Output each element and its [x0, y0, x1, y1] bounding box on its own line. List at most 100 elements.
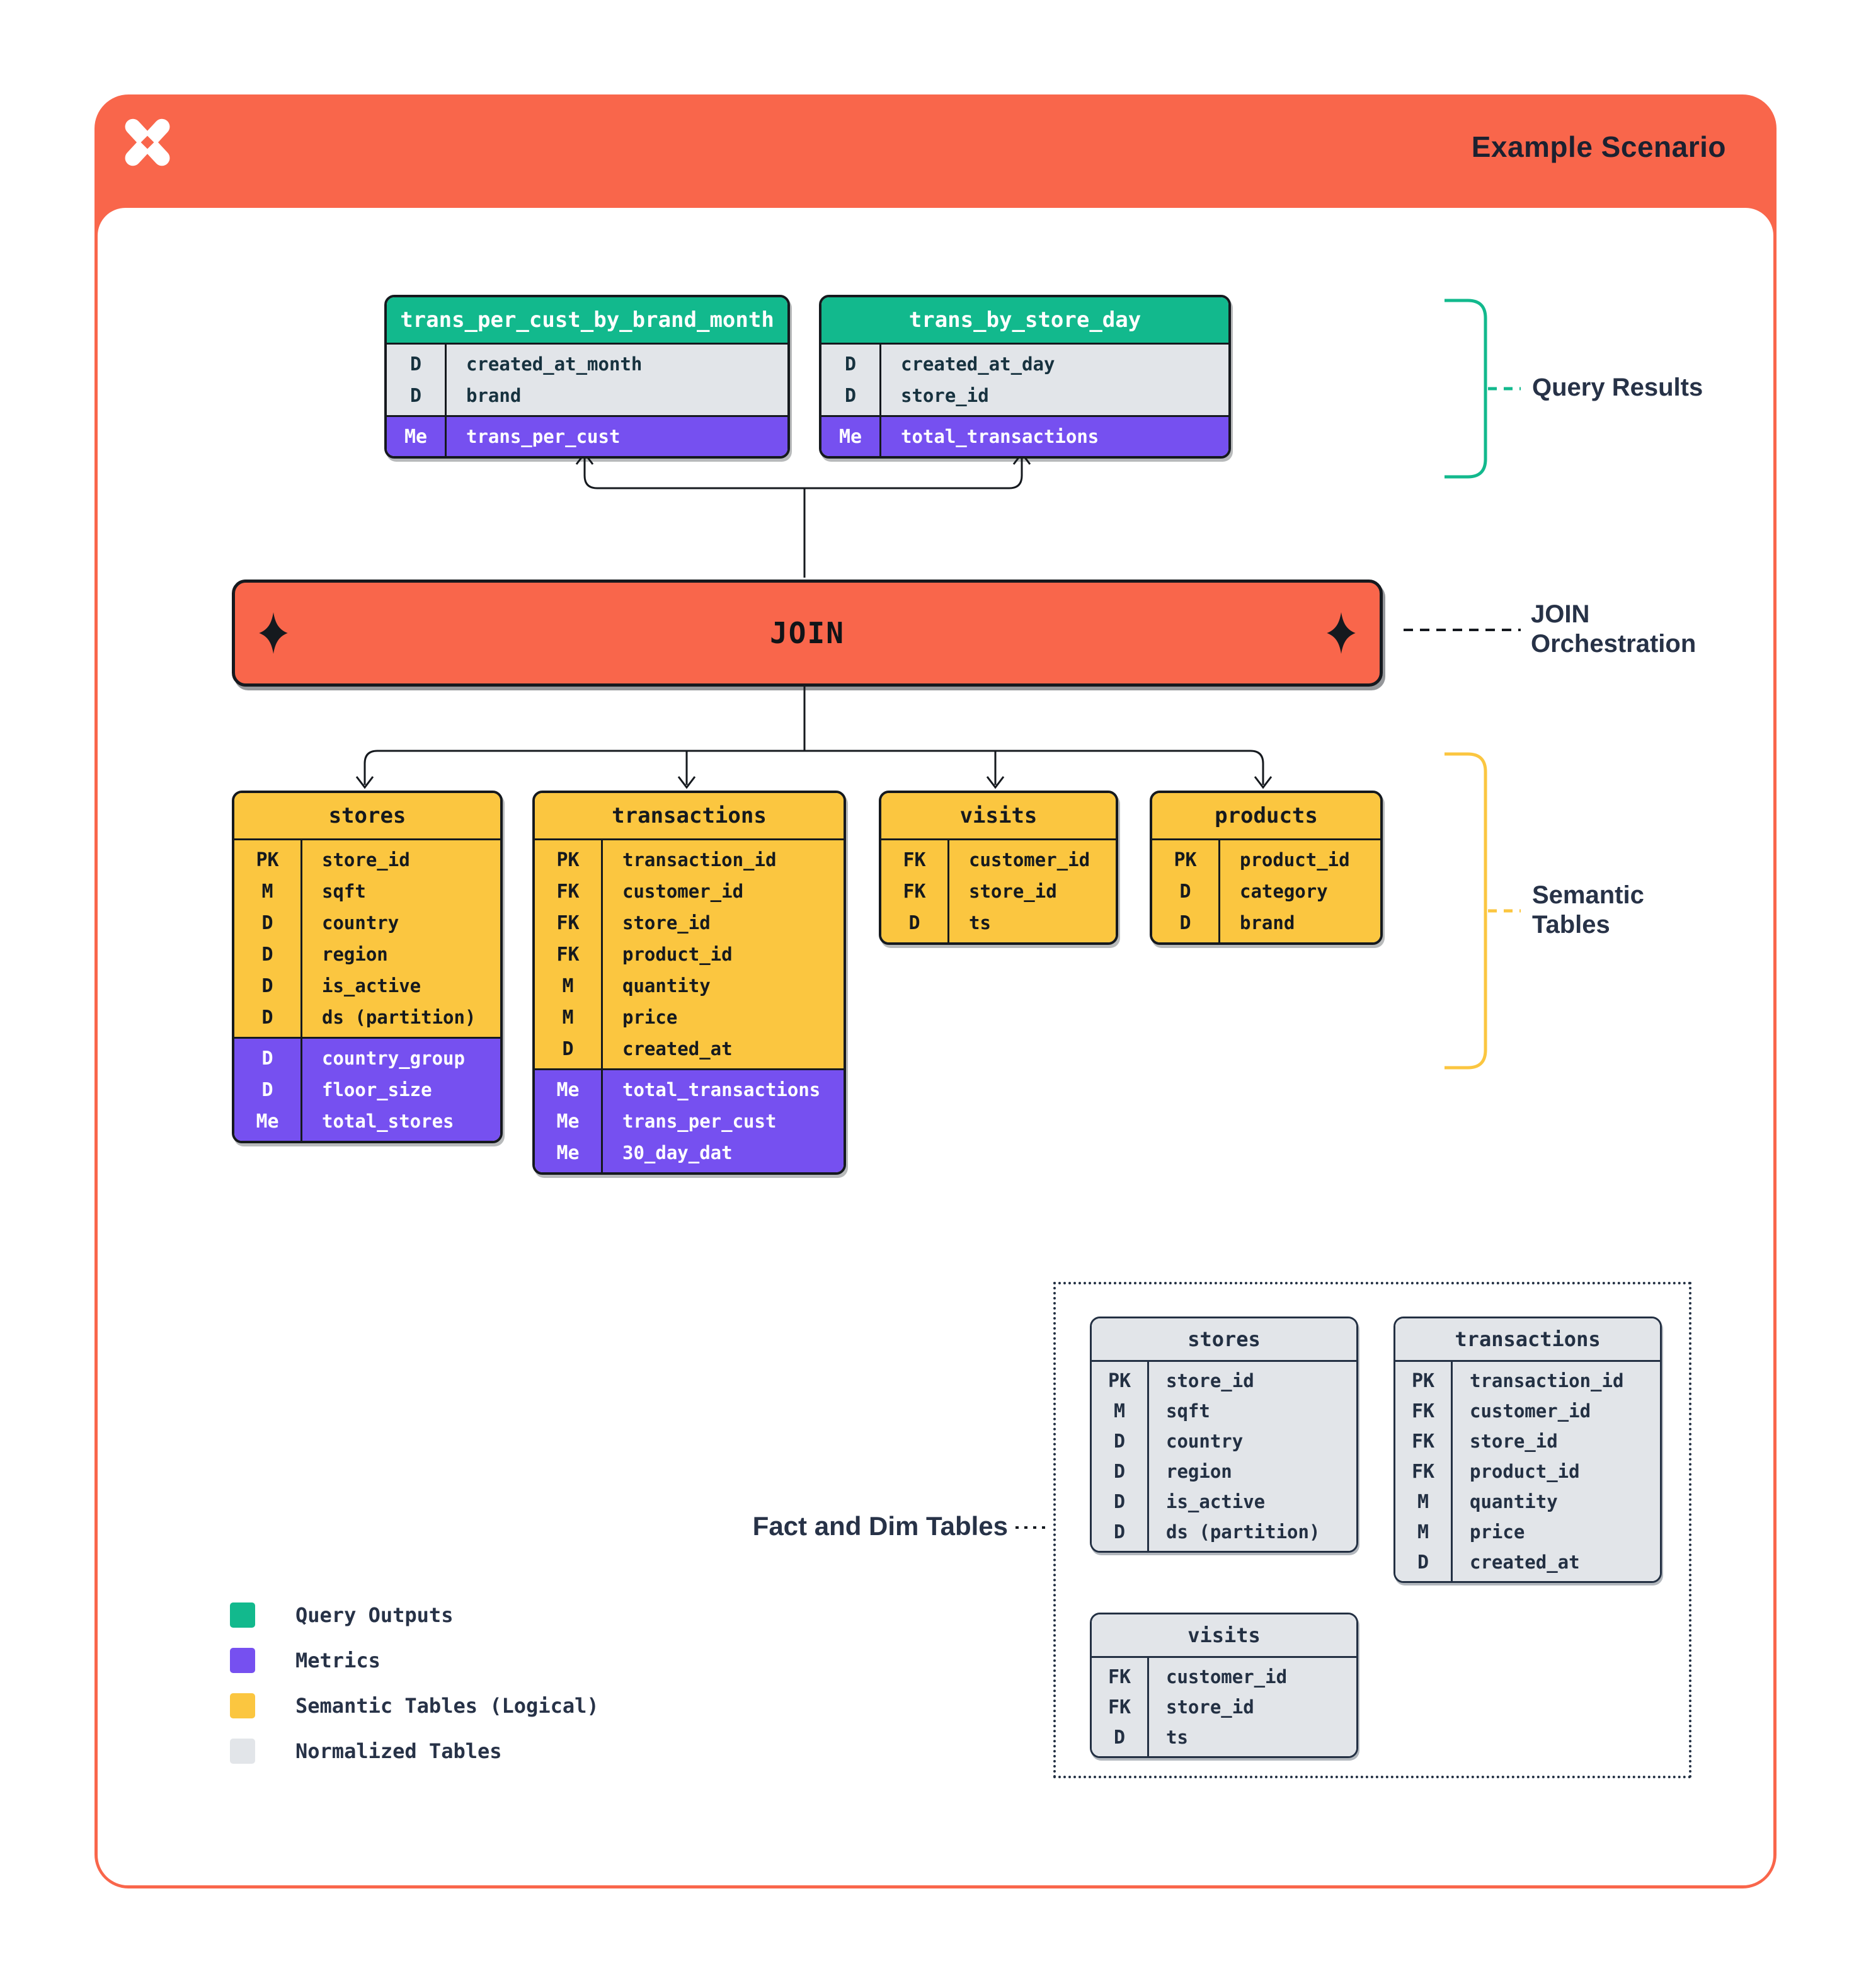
row-field: transaction_id — [1470, 1370, 1624, 1391]
row-key: FK — [1107, 1665, 1131, 1688]
row-key: M — [1113, 1400, 1126, 1422]
legend-swatch-icon — [230, 1648, 255, 1673]
row-key: D — [261, 1047, 273, 1070]
table-title: stores — [1092, 1318, 1356, 1362]
legend-swatch-icon — [230, 1602, 255, 1628]
row-key: D — [261, 974, 273, 997]
row-key: M — [1417, 1521, 1429, 1543]
table-title: products — [1152, 793, 1380, 840]
row-key: PK — [1107, 1369, 1131, 1392]
row-key: D — [409, 384, 422, 407]
row-field: created_at_day — [901, 353, 1055, 375]
row-key: D — [844, 384, 857, 407]
legend-label: Semantic Tables (Logical) — [295, 1694, 599, 1718]
legend-label: Metrics — [295, 1648, 380, 1672]
row-key: D — [1179, 911, 1191, 934]
sparkle-diamond-icon — [1327, 612, 1356, 654]
row-field: sqft — [1166, 1400, 1210, 1422]
row-field: is_active — [1166, 1491, 1266, 1512]
row-key: FK — [903, 848, 926, 871]
row-key: M — [1417, 1490, 1429, 1513]
row-field: transaction_id — [622, 849, 777, 871]
row-key: M — [562, 974, 574, 997]
row-field: total_transactions — [901, 426, 1099, 447]
row-key: FK — [556, 943, 580, 966]
row-key: Me — [256, 1110, 279, 1133]
row-field: quantity — [622, 975, 711, 997]
row-key: Me — [556, 1141, 580, 1164]
row-key: D — [908, 911, 920, 934]
row-key: D — [1113, 1726, 1126, 1749]
row-field: store_id — [901, 385, 989, 406]
row-key: FK — [1411, 1430, 1435, 1453]
row-field: brand — [1240, 912, 1295, 934]
row-field: store_id — [1470, 1431, 1558, 1452]
row-field: 30_day_dat — [622, 1142, 733, 1163]
page-title: Example Scenario — [1471, 130, 1726, 163]
table-title: trans_per_cust_by_brand_month — [387, 297, 787, 345]
row-field: price — [622, 1007, 678, 1028]
row-key: Me — [404, 425, 428, 448]
row-field: created_at_month — [466, 353, 643, 375]
legend-item: Metrics — [230, 1638, 599, 1683]
table-title: visits — [881, 793, 1116, 840]
legend-label: Query Outputs — [295, 1603, 454, 1627]
table-row: Me trans_per_cust — [387, 421, 787, 452]
row-field: country — [322, 912, 399, 934]
query-results-label: Query Results — [1532, 374, 1703, 401]
row-key: PK — [1174, 848, 1197, 871]
row-field: price — [1470, 1521, 1525, 1543]
row-field: trans_per_cust — [466, 426, 621, 447]
sparkle-diamond-icon — [259, 612, 288, 654]
fact-dim-group-box — [1053, 1282, 1691, 1778]
row-field: store_id — [969, 881, 1057, 902]
row-field: store_id — [622, 912, 711, 934]
row-field: created_at — [622, 1038, 733, 1060]
table-title: visits — [1092, 1614, 1356, 1658]
row-key: D — [261, 1078, 273, 1101]
table-title: transactions — [1395, 1318, 1660, 1362]
row-key: D — [1113, 1490, 1126, 1513]
row-field: product_id — [1470, 1461, 1580, 1482]
